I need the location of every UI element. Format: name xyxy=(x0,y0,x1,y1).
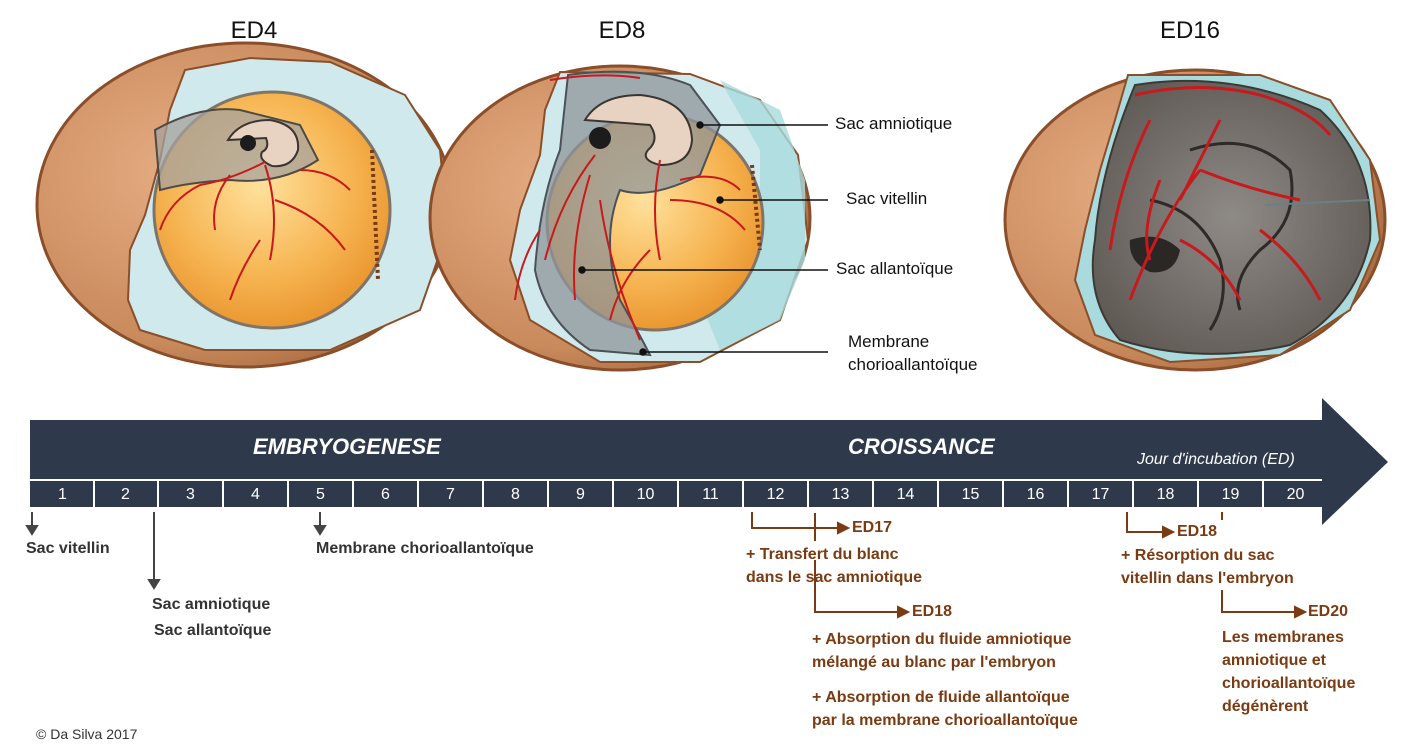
day-cell: 9 xyxy=(549,482,612,508)
day-cell: 15 xyxy=(939,482,1002,508)
day-cell: 7 xyxy=(419,482,482,508)
note-ed20-line3: chorioallantoïque xyxy=(1222,672,1355,696)
note-ed17-line1: + Transfert du blanc xyxy=(746,543,898,567)
note-ed20-line4: dégénèrent xyxy=(1222,695,1308,719)
day-cell: 20 xyxy=(1264,482,1327,508)
title-ed4: ED4 xyxy=(154,17,354,45)
day-cell: 1 xyxy=(31,482,94,508)
label-sac-vitellin: Sac vitellin xyxy=(846,189,927,209)
label-membrane-line2: chorioallantoïque xyxy=(848,355,977,375)
tag-ed20: ED20 xyxy=(1308,600,1348,624)
tag-ed18b: ED18 xyxy=(1177,520,1217,544)
day-cell: 13 xyxy=(809,482,872,508)
day-cell: 8 xyxy=(484,482,547,508)
label-sac-allantoique: Sac allantoïque xyxy=(836,259,953,279)
title-ed8: ED8 xyxy=(522,17,722,45)
note-ed18a-line3: + Absorption de fluide allantoïque xyxy=(812,686,1070,710)
note-ed18b-line2: vitellin dans l'embryon xyxy=(1121,567,1294,591)
day-cell: 6 xyxy=(354,482,417,508)
note-ed18a-line4: par la membrane chorioallantoïque xyxy=(812,709,1078,733)
day-cell: 5 xyxy=(289,482,352,508)
event-membrane: Membrane chorioallantoïque xyxy=(316,540,534,558)
egg-ed4 xyxy=(37,43,453,367)
title-ed16: ED16 xyxy=(1090,17,1290,45)
egg-ed16 xyxy=(1005,70,1385,370)
axis-label: Jour d'incubation (ED) xyxy=(1137,451,1295,469)
day-cell: 4 xyxy=(224,482,287,508)
day-cell: 17 xyxy=(1069,482,1132,508)
note-ed18a-line2: mélangé au blanc par l'embryon xyxy=(812,651,1056,675)
label-sac-amniotique: Sac amniotique xyxy=(835,114,952,134)
day-cell: 19 xyxy=(1199,482,1262,508)
note-ed18a-line1: + Absorption du fluide amniotique xyxy=(812,628,1071,652)
day-cell: 10 xyxy=(614,482,677,508)
tag-ed17: ED17 xyxy=(852,516,892,540)
label-membrane-line1: Membrane xyxy=(848,332,929,352)
event-sac-allantoique: Sac allantoïque xyxy=(154,622,271,640)
note-ed17-line2: dans le sac amniotique xyxy=(746,566,922,590)
day-cell: 16 xyxy=(1004,482,1067,508)
copyright: © Da Silva 2017 xyxy=(36,726,137,742)
note-ed18b-line1: + Résorption du sac xyxy=(1121,544,1274,568)
day-cell: 3 xyxy=(159,482,222,508)
phase-embryogenese: EMBRYOGENESE xyxy=(253,434,441,460)
event-sac-vitellin: Sac vitellin xyxy=(26,540,110,558)
note-ed20-line2: amniotique et xyxy=(1222,649,1326,673)
day-cell: 11 xyxy=(679,482,742,508)
event-sac-amniotique: Sac amniotique xyxy=(152,596,270,614)
day-cell: 18 xyxy=(1134,482,1197,508)
egg-ed8 xyxy=(430,66,810,370)
phase-croissance: CROISSANCE xyxy=(848,434,995,460)
note-ed20-line1: Les membranes xyxy=(1222,626,1344,650)
tag-ed18a: ED18 xyxy=(912,600,952,624)
day-cell: 2 xyxy=(94,482,157,508)
day-cell: 12 xyxy=(744,482,807,508)
day-cell: 14 xyxy=(874,482,937,508)
